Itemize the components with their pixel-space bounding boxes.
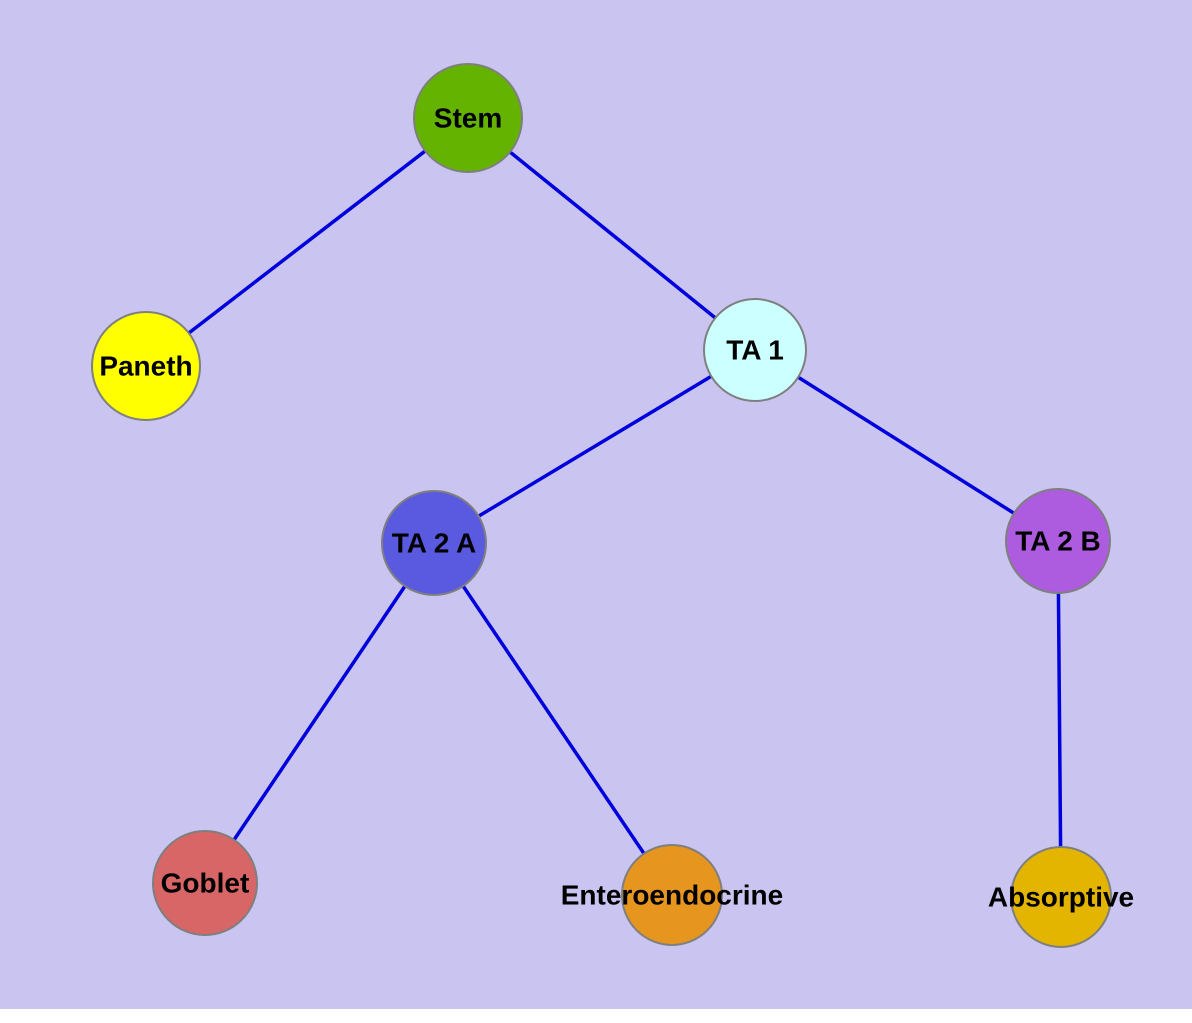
- edge-stem-ta1: [466, 116, 757, 352]
- node-circle-ta2b: [1005, 488, 1111, 594]
- node-stem: Stem: [413, 63, 523, 173]
- node-label-paneth: Paneth: [99, 351, 192, 382]
- node-paneth: Paneth: [91, 311, 201, 421]
- edge-ta2b-absorptive: [1056, 540, 1063, 898]
- node-enteroendocrine: Enteroendocrine: [561, 844, 783, 946]
- edge-stem-paneth: [144, 116, 470, 368]
- node-circle-goblet: [152, 830, 258, 936]
- node-label-absorptive: Absorptive: [988, 882, 1134, 913]
- edge-ta1-ta2b: [754, 348, 1059, 543]
- node-label-stem: Stem: [434, 103, 502, 134]
- node-label-enteroendocrine: Enteroendocrine: [561, 880, 783, 911]
- node-label-ta1: TA 1: [726, 335, 784, 366]
- node-goblet: Goblet: [152, 830, 258, 936]
- node-circle-absorptive: [1010, 846, 1112, 948]
- node-circle-paneth: [91, 311, 201, 421]
- node-circle-ta2a: [381, 490, 487, 596]
- node-label-ta2b: TA 2 B: [1015, 526, 1101, 557]
- node-label-goblet: Goblet: [161, 868, 250, 899]
- node-circle-stem: [413, 63, 523, 173]
- node-circle-ta1: [703, 298, 807, 402]
- node-absorptive: Absorptive: [988, 846, 1134, 948]
- node-ta2b: TA 2 B: [1005, 488, 1111, 594]
- node-circle-enteroendocrine: [621, 844, 723, 946]
- edge-ta1-ta2a: [433, 348, 756, 545]
- node-label-ta2a: TA 2 A: [392, 528, 477, 559]
- node-ta2a: TA 2 A: [381, 490, 487, 596]
- edge-ta2a-enteroendocrine: [432, 542, 674, 896]
- edge-ta2a-goblet: [203, 542, 436, 884]
- node-ta1: TA 1: [703, 298, 807, 402]
